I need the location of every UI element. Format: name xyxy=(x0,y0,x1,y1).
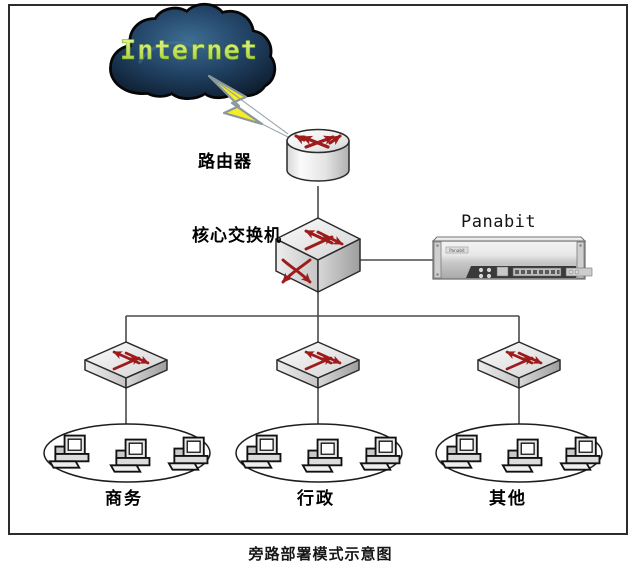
core-switch-label: 核心交换机 xyxy=(192,226,282,246)
router-label: 路由器 xyxy=(198,152,252,172)
workstation-group-label-business: 商务 xyxy=(105,489,143,509)
workstation-group-label-other: 其他 xyxy=(489,489,527,509)
workstation-group-label-admin: 行政 xyxy=(297,489,335,509)
diagram-frame-border xyxy=(8,4,628,535)
diagram-caption: 旁路部署模式示意图 xyxy=(248,545,393,563)
panabit-label: Panabit xyxy=(461,212,537,232)
